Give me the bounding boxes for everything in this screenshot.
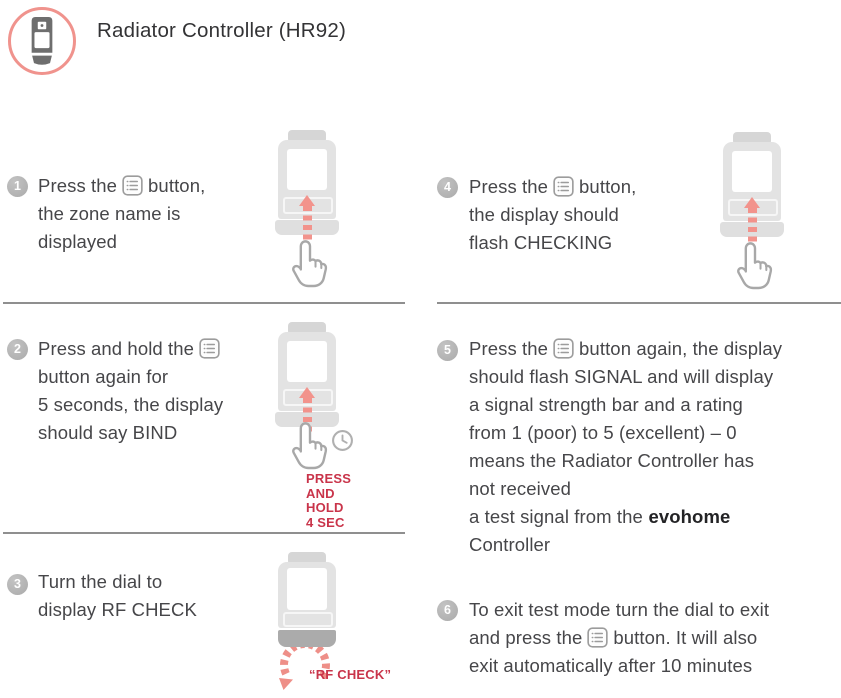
device-cap bbox=[288, 130, 326, 141]
rf-check-label: “RF CHECK” bbox=[309, 667, 392, 682]
pointing-hand-icon bbox=[732, 240, 778, 290]
device-screen bbox=[287, 568, 327, 610]
step-number: 4 bbox=[444, 180, 451, 194]
step-3-text-pre: Turn the dial to display RF CHECK bbox=[38, 571, 197, 620]
step-number: 1 bbox=[14, 179, 21, 193]
step-6-text-mid: button. It will also exit automatically … bbox=[469, 627, 758, 676]
step-5-text-post: Controller bbox=[469, 534, 551, 555]
rotate-dial-icon bbox=[274, 636, 340, 694]
device-dial bbox=[278, 630, 336, 647]
step-4-text-mid: button, the display should flash CHECKIN… bbox=[469, 176, 637, 253]
step-number: 6 bbox=[444, 603, 451, 617]
pointing-hand-icon bbox=[287, 238, 333, 288]
menu-button-icon bbox=[553, 338, 574, 359]
step-2-text: Press and hold the button again for 5 se… bbox=[38, 335, 368, 447]
product-badge bbox=[8, 7, 76, 75]
menu-button-icon bbox=[553, 176, 574, 197]
device-cap bbox=[733, 132, 771, 143]
press-hold-label: PRESS AND HOLD 4 SEC bbox=[306, 471, 352, 530]
divider-left-1 bbox=[3, 302, 405, 304]
device-illustration-step-3 bbox=[278, 552, 336, 647]
device-cap bbox=[288, 552, 326, 563]
step-4-text-pre: Press the bbox=[469, 176, 549, 197]
step-5-text-pre: Press the bbox=[469, 338, 549, 359]
clock-icon bbox=[331, 429, 354, 452]
step-number: 5 bbox=[444, 343, 451, 357]
step-6-text-pre: To exit test mode turn the dial to exit … bbox=[469, 599, 770, 648]
step-6-badge: 6 bbox=[437, 600, 458, 621]
step-1-badge: 1 bbox=[7, 176, 28, 197]
menu-button-icon bbox=[199, 338, 220, 359]
radiator-controller-icon bbox=[31, 16, 53, 65]
step-5-text-mid: button again, the display should flash S… bbox=[469, 338, 783, 527]
page-title: Radiator Controller (HR92) bbox=[97, 19, 347, 42]
step-1-text-mid: button, the zone name is displayed bbox=[38, 175, 206, 252]
pointing-hand-icon bbox=[287, 420, 333, 470]
arrow-dashes bbox=[303, 206, 312, 244]
step-4-badge: 4 bbox=[437, 177, 458, 198]
arrow-head bbox=[299, 387, 315, 398]
step-3-badge: 3 bbox=[7, 574, 28, 595]
step-number: 3 bbox=[14, 577, 21, 591]
arrow-head bbox=[744, 197, 760, 208]
step-3-text: Turn the dial to display RF CHECK bbox=[38, 568, 358, 624]
device-cap bbox=[288, 322, 326, 333]
divider-left-2 bbox=[3, 532, 405, 534]
step-number: 2 bbox=[14, 342, 21, 356]
step-2-badge: 2 bbox=[7, 339, 28, 360]
arrow-dashes bbox=[748, 208, 757, 246]
press-arrow-icon bbox=[299, 195, 316, 244]
press-arrow-icon bbox=[744, 197, 761, 246]
menu-button-icon bbox=[587, 627, 609, 648]
device-screen bbox=[732, 151, 772, 192]
step-6-text: To exit test mode turn the dial to exit … bbox=[469, 596, 841, 680]
step-1-text-pre: Press the bbox=[38, 175, 118, 196]
arrow-head bbox=[299, 195, 315, 206]
device-body bbox=[278, 562, 336, 628]
device-screen bbox=[287, 149, 327, 190]
step-2-text-pre: Press and hold the bbox=[38, 338, 195, 359]
device-button bbox=[283, 612, 333, 627]
step-5-badge: 5 bbox=[437, 340, 458, 361]
step-5-text-bold: evohome bbox=[648, 506, 731, 527]
menu-button-icon bbox=[122, 175, 143, 196]
step-2-text-mid: button again for 5 seconds, the display … bbox=[38, 366, 224, 443]
arrow-dashes bbox=[303, 398, 312, 436]
press-arrow-icon bbox=[299, 387, 316, 436]
divider-right-1 bbox=[437, 302, 841, 304]
device-screen bbox=[287, 341, 327, 382]
